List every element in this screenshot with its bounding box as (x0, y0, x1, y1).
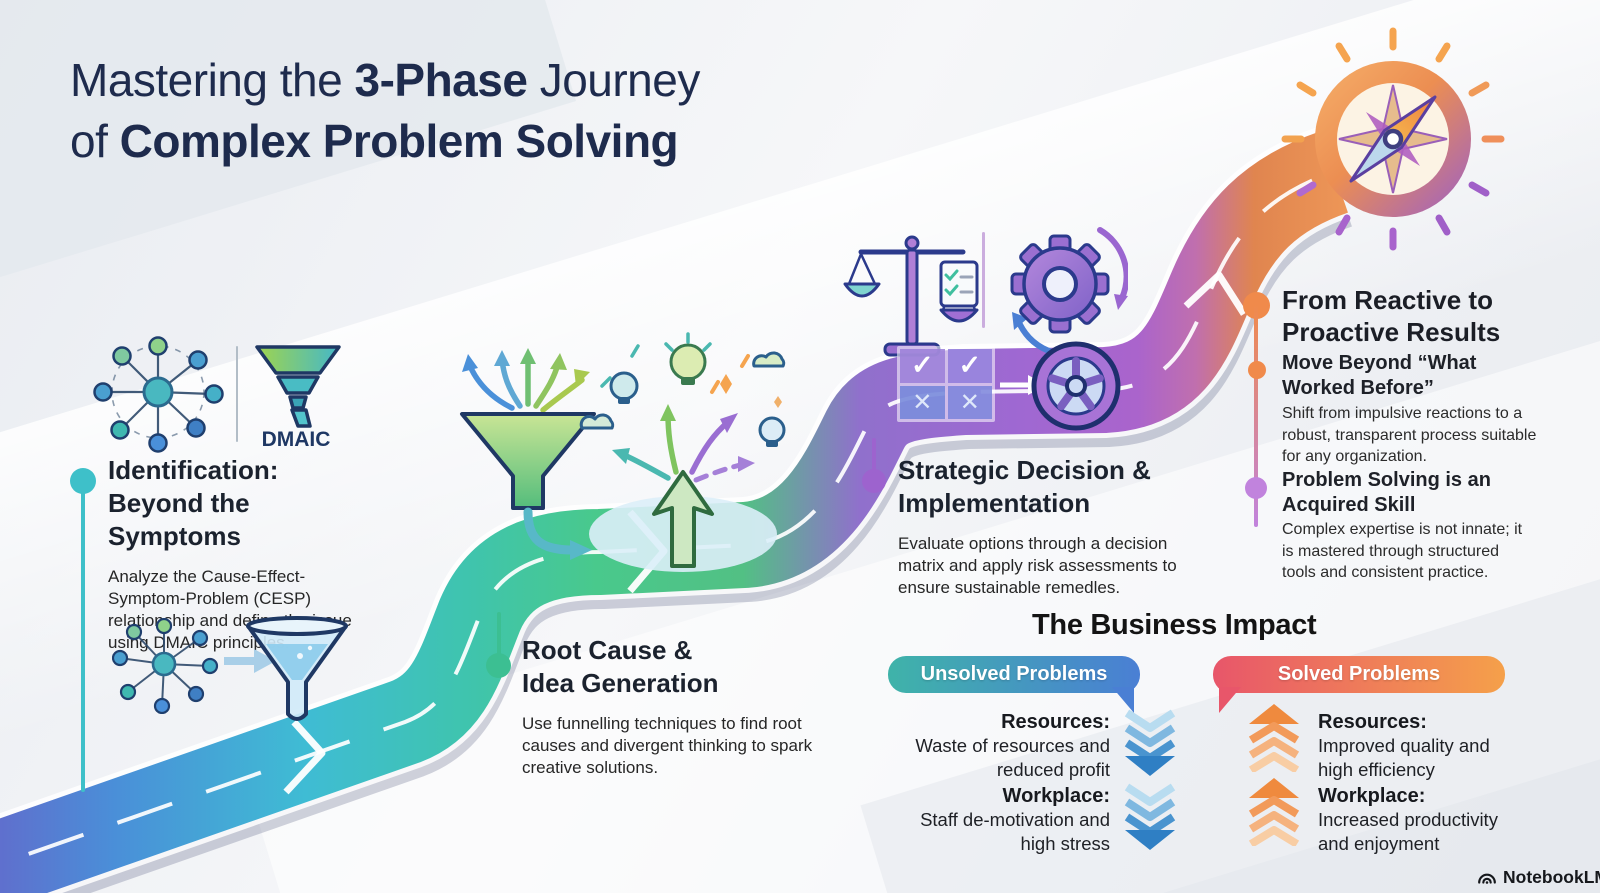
balance-scale-icon (843, 235, 979, 357)
unsolved-item: Resources: Waste of resources and reduce… (888, 710, 1110, 781)
banner-tail (1112, 687, 1134, 713)
notebooklm-icon (1478, 873, 1496, 884)
up-trend-icon (1248, 704, 1300, 772)
phase2-heading: Root Cause &Idea Generation (522, 635, 719, 698)
matrix-cell: ✕ (947, 385, 992, 419)
down-trend-icon (1124, 709, 1176, 776)
title-part: Complex Problem Solving (119, 115, 679, 167)
road-chevron (283, 719, 326, 795)
impact-item-body: Waste of resources and reduced profit (915, 735, 1110, 780)
results-sub-bullet-2 (1245, 477, 1267, 499)
unsolved-item: Workplace: Staff de-motivation and high … (888, 784, 1110, 855)
phase3-section: Strategic Decision &Implementation Evalu… (898, 454, 1208, 599)
down-trend-icon (1124, 783, 1176, 850)
phase2-section: Root Cause &Idea Generation Use funnelli… (522, 634, 822, 779)
solved-item: Resources: Improved quality and high eff… (1318, 710, 1528, 781)
results-item-body: Shift from impulsive reactions to a robu… (1282, 405, 1537, 465)
solved-item: Workplace: Increased productivity and en… (1318, 784, 1528, 855)
solved-problems-banner: Solved Problems (1213, 656, 1505, 713)
dmaic-label: DMAIC (261, 428, 331, 451)
compass-icon (1281, 27, 1505, 251)
solved-banner-label: Solved Problems (1277, 663, 1441, 685)
page-title: Mastering the 3-Phase Journey of Complex… (70, 50, 700, 172)
phase2-bullet (486, 653, 511, 678)
impact-item-title: Workplace: (1002, 785, 1110, 807)
diverge-funnel-icon (460, 348, 596, 560)
cross-icon: ✕ (959, 388, 980, 416)
impact-item-body: Increased productivity and enjoyment (1318, 809, 1498, 854)
scale-pan (939, 308, 979, 323)
gear-cycle-icon (1010, 227, 1128, 358)
cloud-icon (579, 413, 615, 430)
phase2-body: Use funnelling techniques to find root c… (522, 714, 813, 777)
compass-rays (1281, 27, 1505, 251)
business-impact-heading: The Business Impact (1032, 609, 1317, 641)
road-centerline (0, 170, 1335, 867)
wheel-icon (1031, 341, 1121, 431)
results-connector (1254, 305, 1258, 527)
matrix-cell: ✓ (947, 349, 992, 383)
impact-item-body: Improved quality and high efficiency (1318, 735, 1490, 780)
cloud-icon (752, 351, 786, 368)
sparkle-icon (774, 396, 782, 408)
phase1-bullet (70, 468, 96, 494)
phase1-connector (81, 492, 85, 792)
phase3-body: Evaluate options through a decision matr… (898, 534, 1177, 597)
small-mindmap-icon (112, 618, 219, 714)
title-part: Journey (527, 54, 701, 106)
icon-divider (236, 346, 238, 442)
funnel-body (460, 412, 596, 510)
lightbulb-icon (609, 343, 786, 447)
impact-item-title: Resources: (1001, 711, 1110, 733)
title-part: of (70, 115, 120, 167)
check-icon: ✓ (958, 350, 982, 381)
title-part: Mastering the (70, 54, 355, 106)
brand-logo: NotebookLM (1476, 866, 1600, 888)
results-sub-bullet-1 (1248, 361, 1266, 379)
title-part: 3-Phase (354, 54, 528, 106)
road-chevron (1183, 271, 1247, 316)
idea-burst-icon (579, 332, 786, 572)
results-item-title: Move Beyond “What Worked Before” (1282, 352, 1477, 399)
dmaic-funnel-icon (255, 345, 341, 428)
sparkle-icon (720, 374, 732, 394)
glass-funnel-icon (246, 616, 348, 721)
funnel-outflow-arrow (523, 507, 577, 555)
unsolved-problems-banner: Unsolved Problems (888, 656, 1140, 713)
results-item-body: Complex expertise is not innate; it is m… (1282, 521, 1523, 581)
impact-item-title: Resources: (1318, 711, 1427, 733)
phase3-heading: Strategic Decision &Implementation (898, 455, 1151, 518)
checklist-card (939, 260, 979, 308)
impact-item-title: Workplace: (1318, 785, 1426, 807)
funnel-liquid (266, 644, 328, 680)
up-arrow (652, 470, 714, 568)
cross-icon: ✕ (912, 388, 933, 416)
unsolved-banner-label: Unsolved Problems (920, 663, 1108, 685)
matrix-cell: ✕ (900, 385, 945, 419)
matrix-cell: ✓ (900, 349, 945, 383)
icon-divider (982, 232, 985, 328)
arrow-right-icon (224, 649, 276, 673)
brand-name: NotebookLM (1503, 866, 1600, 887)
decision-matrix: ✓ ✓ ✕ ✕ (897, 346, 995, 422)
results-item-title: Problem Solving is an Acquired Skill (1282, 469, 1491, 516)
scale-pan (843, 282, 881, 298)
phase2-connector (497, 612, 501, 657)
mindmap-icon (93, 336, 224, 453)
check-icon: ✓ (910, 350, 934, 381)
banner-tail (1219, 687, 1241, 713)
phase1-heading: Identification:Beyond the Symptoms (108, 455, 279, 551)
up-trend-icon (1248, 778, 1300, 846)
phase3-connector (872, 438, 876, 474)
impact-item-body: Staff de-motivation and high stress (920, 809, 1110, 854)
